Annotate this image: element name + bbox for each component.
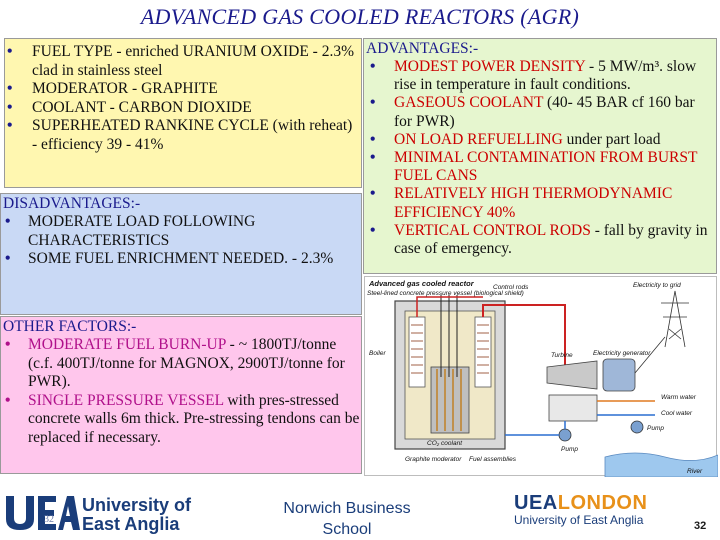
turbine-label: Turbine	[551, 352, 573, 359]
coolant-label: CO₂ coolant	[427, 440, 463, 447]
vessel-label: Steel-lined concrete pressure vessel (bi…	[367, 290, 524, 297]
list-item: COOLANT - CARBON DIOXIDE	[5, 99, 361, 118]
list-item: VERTICAL CONTROL RODS - fall by gravity …	[364, 222, 716, 258]
footer: 32 University of East Anglia Norwich Bus…	[0, 478, 720, 540]
disadvantages-heading: DISADVANTAGES:-	[3, 195, 141, 212]
list-item: MODERATE FUEL BURN-UP - ~ 1800TJ/tonne (…	[1, 336, 361, 392]
advantages-box: ADVANTAGES:- MODEST POWER DENSITY - 5 MW…	[363, 38, 717, 274]
condenser	[548, 394, 598, 422]
cool-water-label: Cool water	[661, 410, 693, 417]
boiler-left	[408, 316, 426, 388]
fuel-channels	[436, 369, 462, 431]
electricity-label: Electricity to grid	[633, 282, 681, 289]
turbine	[546, 360, 598, 390]
feed-water-pipe	[505, 421, 566, 436]
diagram-title: Advanced gas cooled reactor	[368, 279, 475, 288]
school-name: Norwich Business School	[283, 500, 411, 538]
generator-label: Electricity generator	[593, 350, 651, 357]
grid-line	[634, 336, 666, 374]
list-item: FUEL TYPE - enriched URANIUM OXIDE - 2.3…	[5, 43, 361, 80]
list-item: MINIMAL CONTAMINATION FROM BURST FUEL CA…	[364, 149, 716, 185]
list-item: MODERATE LOAD FOLLOWING CHARACTERISTICS	[1, 213, 361, 250]
pump-icon	[630, 420, 644, 434]
steam-pipe-left	[416, 296, 483, 317]
disadvantages-box: DISADVANTAGES:- MODERATE LOAD FOLLOWING …	[0, 193, 362, 315]
graphite-label: Graphite moderator	[405, 456, 462, 463]
control-rods	[440, 295, 458, 377]
uea-logo-icon	[6, 496, 80, 530]
reactor-characteristics-box: FUEL TYPE - enriched URANIUM OXIDE - 2.3…	[4, 38, 362, 188]
page-number: 32	[694, 520, 707, 532]
list-item: MODEST POWER DENSITY - 5 MW/m³. slow ris…	[364, 58, 716, 94]
advantages-heading: ADVANTAGES:-	[366, 40, 479, 57]
list-item: SUPERHEATED RANKINE CYCLE (with reheat) …	[5, 117, 361, 154]
warm-water-label: Warm water	[661, 394, 697, 401]
pump-label: Pump	[561, 446, 578, 453]
other-factors-box: OTHER FACTORS:- MODERATE FUEL BURN-UP - …	[0, 316, 362, 474]
list-item: ON LOAD REFUELLING under part load	[364, 131, 716, 149]
list-item: RELATIVELY HIGH THERMODYNAMIC EFFICIENCY…	[364, 185, 716, 221]
other-factors-heading: OTHER FACTORS:-	[3, 318, 137, 335]
agr-schematic-svg: Advanced gas cooled reactor	[367, 279, 718, 477]
slide-title: ADVANCED GAS COOLED REACTORS (AGR)	[140, 4, 580, 29]
pylon-icon	[661, 290, 689, 348]
boiler-coils	[411, 324, 489, 374]
pump-label: Pump	[647, 425, 664, 432]
boiler-right	[474, 316, 492, 388]
control-rods-label: Control rods	[493, 284, 529, 291]
slide-number-small: 32	[44, 514, 54, 525]
fuel-label: Fuel assemblies	[469, 456, 517, 463]
steam-pipe	[482, 304, 566, 367]
list-item: SOME FUEL ENRICHMENT NEEDED. - 2.3%	[1, 250, 361, 269]
generator	[602, 358, 636, 392]
pump-icon	[558, 428, 572, 442]
list-item: SINGLE PRESSURE VESSEL with pres-stresse…	[1, 392, 361, 448]
river-label: River	[687, 468, 703, 475]
boiler-label: Boiler	[369, 350, 386, 357]
river	[604, 452, 718, 477]
agr-schematic: Advanced gas cooled reactor	[364, 276, 718, 477]
list-item: GASEOUS COOLANT (40- 45 BAR cf 160 bar f…	[364, 94, 716, 130]
uea-wordmark: University of East Anglia	[82, 495, 192, 534]
list-item: MODERATOR - GRAPHITE	[5, 80, 361, 99]
uea-london-logo: UEALONDON University of East Anglia	[514, 492, 648, 527]
